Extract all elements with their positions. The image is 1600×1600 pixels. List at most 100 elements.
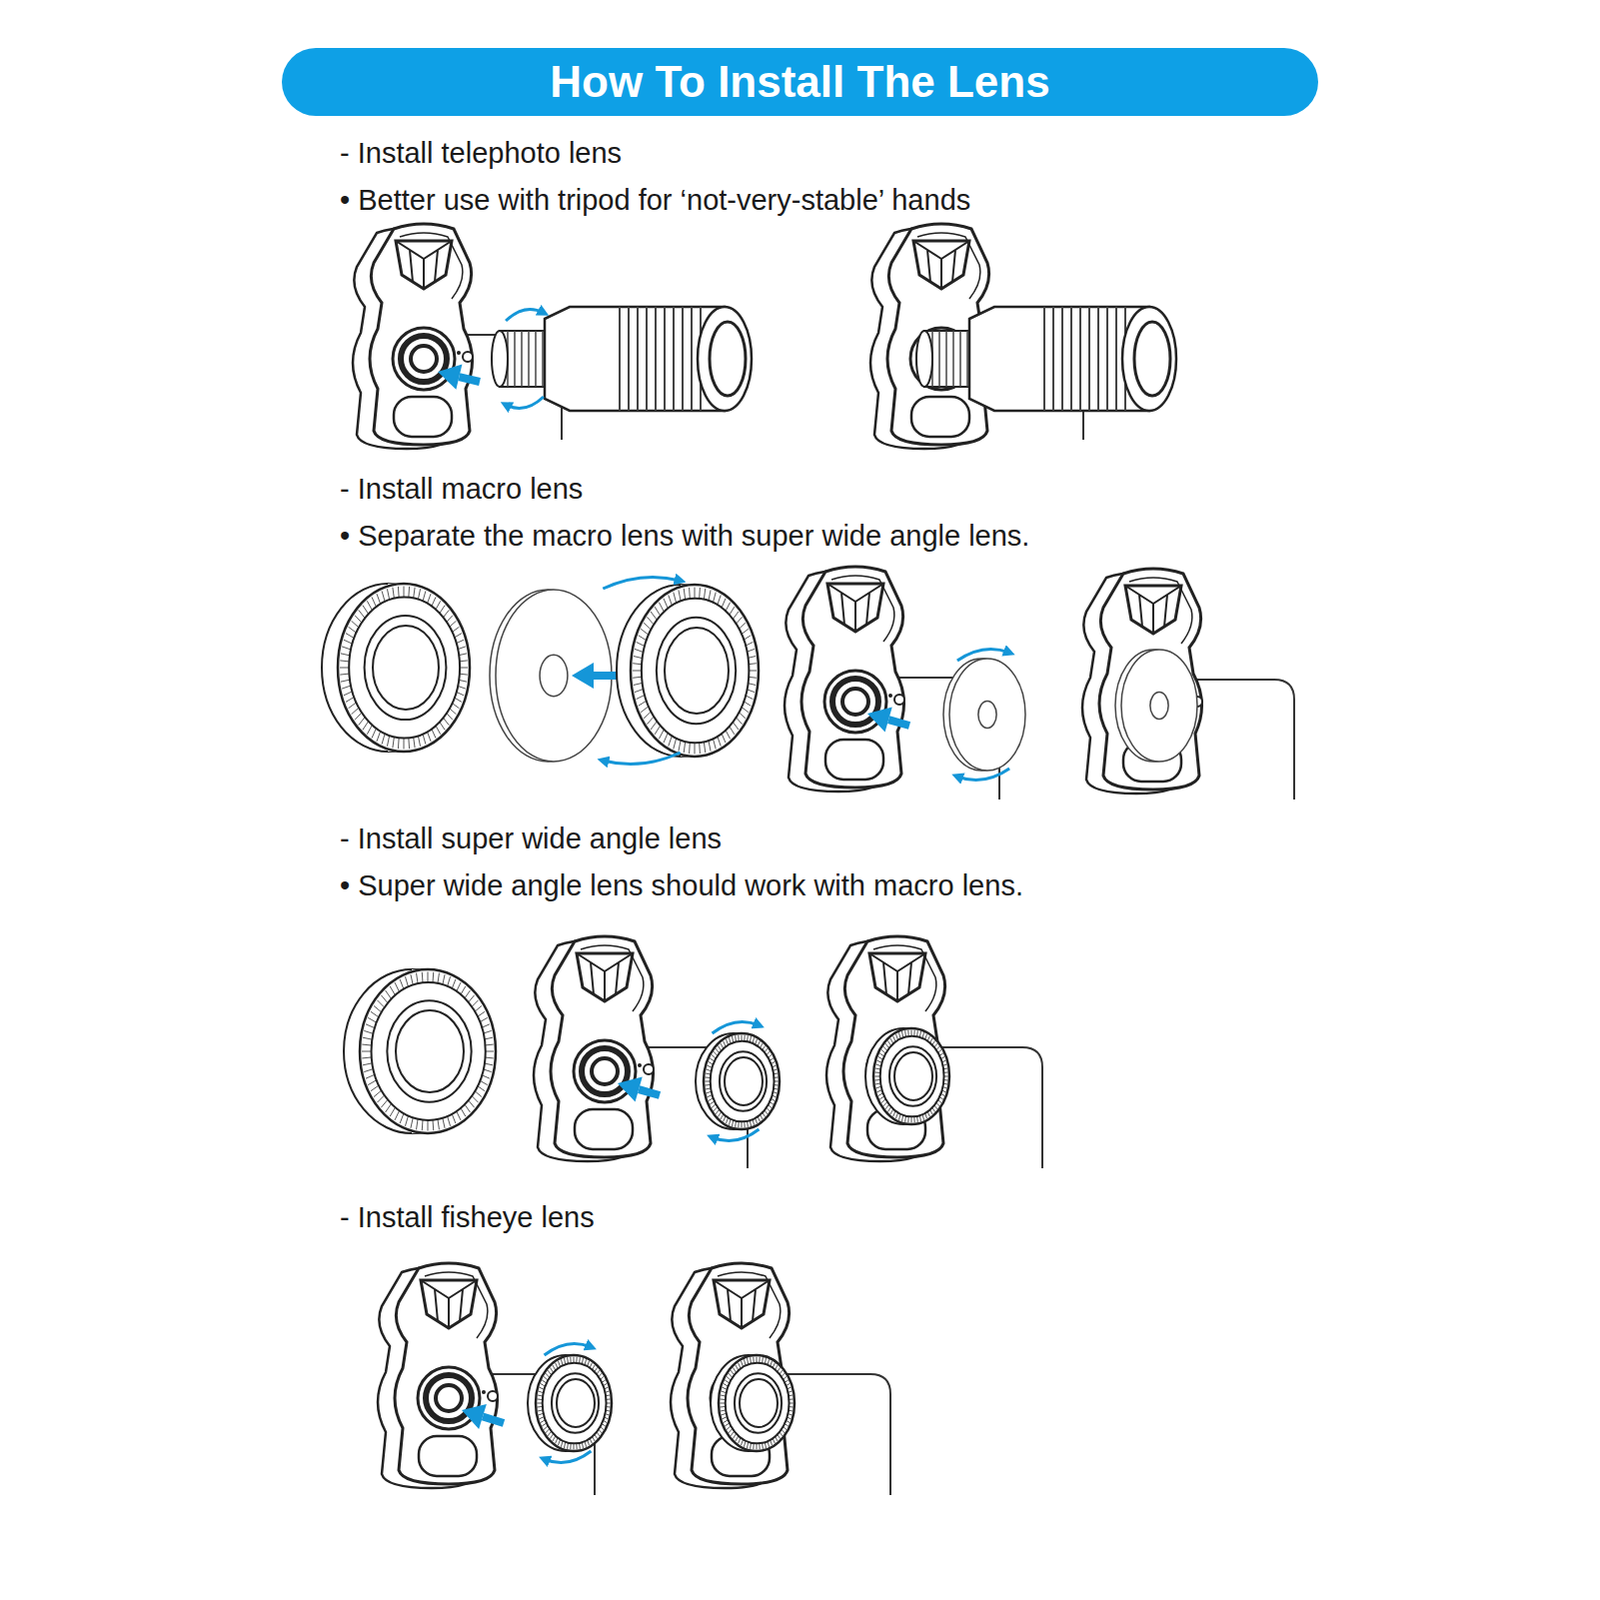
knurl: [703, 741, 705, 753]
knurl: [557, 1361, 560, 1368]
lens-glass: [894, 1052, 933, 1101]
knurl: [735, 1365, 739, 1371]
clip-jaw: [377, 1267, 481, 1489]
telephoto-lens: [916, 306, 1177, 411]
knurl: [363, 1069, 373, 1073]
knurl: [358, 717, 365, 726]
knurl: [709, 1058, 714, 1062]
knurl: [713, 1051, 718, 1056]
knurl: [538, 1387, 544, 1390]
knurl: [720, 1114, 724, 1120]
knurl: [658, 602, 664, 612]
body-ridge: [672, 306, 675, 411]
knurl: [563, 1442, 565, 1449]
knurl: [399, 1113, 404, 1124]
knurl: [442, 974, 445, 985]
knurl: [537, 1395, 543, 1397]
knurl: [875, 1083, 881, 1085]
clip-logo-facets: [713, 1280, 770, 1329]
knurl: [413, 736, 415, 748]
knurl: [447, 976, 451, 987]
knurl: [376, 1095, 384, 1103]
knurl: [348, 702, 356, 708]
clip-logo-facets: [420, 1280, 477, 1329]
knurl: [541, 1423, 546, 1427]
knurl: [720, 1391, 726, 1394]
knurl: [547, 1432, 551, 1437]
knurl: [878, 1056, 883, 1060]
knurl: [427, 971, 429, 983]
knurl: [392, 736, 394, 748]
phone-clip: [352, 223, 473, 449]
knurl: [893, 1111, 896, 1117]
knurl: [673, 738, 677, 750]
knurl: [712, 738, 716, 750]
knurl: [549, 1434, 553, 1440]
tele-glass: [709, 321, 746, 396]
telephoto-lens: [491, 306, 752, 411]
rotate-arrow: [712, 1021, 760, 1034]
knurl: [698, 587, 701, 599]
push-arrowhead: [617, 1077, 643, 1103]
knurl: [410, 974, 413, 985]
push-arrow: [482, 1417, 504, 1424]
rotate-arrow: [505, 396, 544, 409]
lens-front: [630, 584, 759, 757]
body-ridge: [645, 306, 648, 411]
knurl: [688, 742, 691, 754]
knurl: [643, 711, 651, 718]
body-ridge: [681, 306, 684, 411]
lens-front: [718, 1355, 795, 1452]
lens: [616, 584, 759, 757]
knurl: [552, 1365, 556, 1371]
knurl: [545, 1373, 550, 1378]
lens-glass: [364, 615, 447, 720]
knurl: [560, 1441, 563, 1448]
knurl: [389, 1107, 395, 1117]
knurl: [380, 995, 387, 1004]
knurl: [720, 1410, 726, 1412]
phone-clip: [533, 936, 654, 1162]
body-ridge: [654, 306, 657, 411]
lens: [343, 969, 496, 1134]
knurl: [881, 1049, 886, 1054]
knurl: [348, 626, 356, 632]
clip-ring: [573, 1040, 636, 1103]
tele-front: [697, 306, 752, 411]
knurl: [343, 691, 352, 696]
rotate-arrow: [505, 308, 544, 321]
knurl: [881, 1099, 886, 1104]
knurl: [717, 735, 722, 746]
knurl: [376, 1000, 384, 1008]
clip-jaw: [784, 570, 888, 792]
body-ridge: [1115, 306, 1118, 411]
tele-glass: [1134, 321, 1171, 396]
knurl: [362, 605, 369, 614]
knurl: [417, 735, 420, 747]
knurl: [543, 1426, 548, 1431]
knurl: [743, 1441, 746, 1448]
rotate-arrow: [957, 648, 1010, 661]
knurl: [875, 1086, 881, 1089]
step-heading: - Install macro lens: [339, 471, 583, 507]
knurl: [876, 1060, 882, 1063]
clip-ring: [591, 1058, 618, 1085]
disc-face: [949, 658, 1026, 771]
knurl: [636, 695, 645, 700]
knurl: [345, 633, 354, 639]
step-heading: - Install fisheye lens: [339, 1200, 595, 1236]
clip-body: [394, 1263, 498, 1485]
tele-mount-end: [491, 330, 508, 387]
camera-dot: [456, 350, 461, 355]
knurl: [633, 656, 642, 659]
knurl: [340, 653, 349, 656]
knurl: [875, 1064, 881, 1067]
clip-jaw: [533, 940, 637, 1162]
body-ridge: [1061, 306, 1064, 411]
knurl: [362, 1037, 372, 1040]
knurl: [746, 1358, 748, 1365]
knurl: [730, 1370, 734, 1375]
knurl: [890, 1109, 894, 1115]
rotate-arrow: [602, 576, 680, 589]
knurl: [560, 1359, 563, 1366]
